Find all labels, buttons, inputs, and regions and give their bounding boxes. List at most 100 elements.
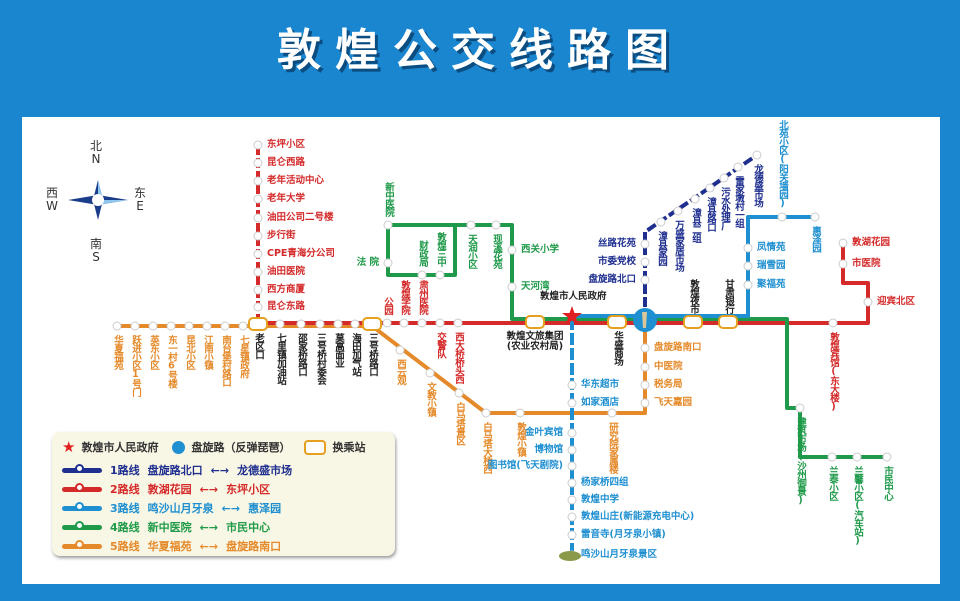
station-label[interactable]: 漳县家园 xyxy=(655,231,667,265)
station-marker[interactable] xyxy=(253,267,263,277)
station-marker[interactable] xyxy=(810,212,820,222)
station-marker[interactable] xyxy=(253,213,263,223)
station-marker[interactable] xyxy=(567,380,577,390)
station-label[interactable]: 敦煌夜市 xyxy=(687,279,699,313)
station-label[interactable]: 敦煌山庄(新能源充电中心) xyxy=(581,511,695,523)
station-marker[interactable] xyxy=(567,461,577,471)
station-marker[interactable] xyxy=(828,318,838,328)
station-label[interactable]: 莫高面业 xyxy=(332,333,344,367)
station-marker[interactable] xyxy=(827,452,837,462)
station-label[interactable]: 三号桥路口 xyxy=(366,333,378,376)
station-label[interactable]: 金叶宾馆 xyxy=(524,427,563,439)
station-label[interactable]: 邵家桥路口 xyxy=(295,333,307,376)
station-marker[interactable] xyxy=(382,318,392,328)
station-label[interactable]: 漳县路口 xyxy=(704,197,716,231)
station-marker[interactable] xyxy=(253,249,263,259)
station-marker[interactable] xyxy=(607,408,617,418)
transfer-station-icon[interactable] xyxy=(525,315,545,329)
station-label[interactable]: 建筑市场(沙州御景) xyxy=(794,417,806,505)
station-label[interactable]: 法 院 xyxy=(356,257,379,269)
station-marker[interactable] xyxy=(838,259,848,269)
transfer-station-icon[interactable] xyxy=(248,317,268,331)
station-label[interactable]: 迎宾北区 xyxy=(877,296,916,308)
station-marker[interactable] xyxy=(567,428,577,438)
station-marker[interactable] xyxy=(705,183,715,193)
station-label[interactable]: 华盛商场 xyxy=(611,331,623,365)
station-marker[interactable] xyxy=(640,362,650,372)
station-label[interactable]: 昆仑西路 xyxy=(267,157,306,169)
station-label[interactable]: 丝路花苑 xyxy=(597,238,636,250)
station-marker[interactable] xyxy=(435,318,445,328)
station-marker[interactable] xyxy=(882,452,892,462)
station-label[interactable]: 华夏福苑 xyxy=(111,335,123,369)
station-label[interactable]: 污水处理厂 xyxy=(718,187,730,230)
station-label[interactable]: 敦煌学院 xyxy=(398,280,410,314)
station-marker[interactable] xyxy=(567,478,577,488)
station-label[interactable]: 敦煌三中 xyxy=(434,232,446,266)
station-marker[interactable] xyxy=(425,368,435,378)
station-marker[interactable] xyxy=(253,285,263,295)
station-marker[interactable] xyxy=(275,319,285,329)
station-marker[interactable] xyxy=(852,452,862,462)
station-label[interactable]: 跃进小区1号门 xyxy=(129,335,141,396)
station-label[interactable]: 甘肃银行 xyxy=(722,279,734,313)
station-label[interactable]: 市民中心 xyxy=(881,466,893,500)
station-label[interactable]: 如家酒店 xyxy=(581,397,620,409)
station-label[interactable]: 漳县二组 xyxy=(689,208,701,242)
station-label[interactable]: 万盛家居市场 xyxy=(672,220,684,271)
station-marker[interactable] xyxy=(567,512,577,522)
station-marker[interactable] xyxy=(417,270,427,280)
station-marker[interactable] xyxy=(640,257,650,267)
station-label[interactable]: 惠泽园 xyxy=(809,226,821,252)
station-marker[interactable] xyxy=(481,408,491,418)
station-marker[interactable] xyxy=(350,319,360,329)
station-marker[interactable] xyxy=(399,318,409,328)
station-label[interactable]: 东一村6号楼 xyxy=(165,335,177,388)
station-marker[interactable] xyxy=(253,194,263,204)
station-label[interactable]: 三号桥村委会 xyxy=(314,333,326,384)
station-label[interactable]: 瑞雪园 xyxy=(757,260,786,272)
station-label[interactable]: 盘旋路北口 xyxy=(588,274,636,286)
station-marker[interactable] xyxy=(690,194,700,204)
station-marker[interactable] xyxy=(220,321,230,331)
station-label[interactable]: 肃州医院 xyxy=(416,280,428,314)
station-marker[interactable] xyxy=(491,220,501,230)
station-marker[interactable] xyxy=(743,261,753,271)
station-marker[interactable] xyxy=(454,388,464,398)
station-marker[interactable] xyxy=(743,243,753,253)
station-label[interactable]: 东坪小区 xyxy=(267,139,306,151)
station-label[interactable]: 英东小区 xyxy=(147,335,159,369)
station-marker[interactable] xyxy=(838,238,848,248)
station-marker[interactable] xyxy=(752,150,762,160)
station-label[interactable]: CPE青海分公司 xyxy=(267,248,335,260)
station-label[interactable]: 天河湾 xyxy=(521,281,550,293)
station-marker[interactable] xyxy=(466,220,476,230)
station-label[interactable]: 鸣沙山月牙泉景区 xyxy=(581,549,658,561)
station-marker[interactable] xyxy=(253,176,263,186)
station-label[interactable]: 敦煌宾馆(东大楼) xyxy=(827,332,839,412)
station-label[interactable]: 财政局 xyxy=(416,240,428,267)
station-marker[interactable] xyxy=(863,297,873,307)
station-marker[interactable] xyxy=(567,445,577,455)
station-label[interactable]: 博物馆 xyxy=(534,444,563,456)
station-label[interactable]: 华东超市 xyxy=(581,379,620,391)
station-label[interactable]: 天润小区 xyxy=(465,234,477,268)
station-label[interactable]: 西云观 xyxy=(394,359,406,385)
station-marker[interactable] xyxy=(795,403,805,413)
station-marker[interactable] xyxy=(640,380,650,390)
station-label[interactable]: 敦煌中学 xyxy=(581,494,620,506)
station-label[interactable]: 新中医院 xyxy=(382,182,394,216)
station-marker[interactable] xyxy=(567,495,577,505)
station-marker[interactable] xyxy=(640,398,650,408)
station-marker[interactable] xyxy=(777,212,787,222)
station-label[interactable]: 北苑小区(阳关墙园) xyxy=(776,120,788,208)
station-label[interactable]: 聚福苑 xyxy=(757,279,786,291)
station-label[interactable]: 老年活动中心 xyxy=(267,175,325,187)
station-label[interactable]: 雷家墩村一组 xyxy=(732,176,744,227)
station-label[interactable]: 昆北小区 xyxy=(183,335,195,369)
station-marker[interactable] xyxy=(333,319,343,329)
station-label[interactable]: 市委党校 xyxy=(597,256,636,268)
station-marker[interactable] xyxy=(130,321,140,331)
station-label[interactable]: 老区口 xyxy=(252,333,264,359)
station-label[interactable]: 中医院 xyxy=(654,361,683,373)
